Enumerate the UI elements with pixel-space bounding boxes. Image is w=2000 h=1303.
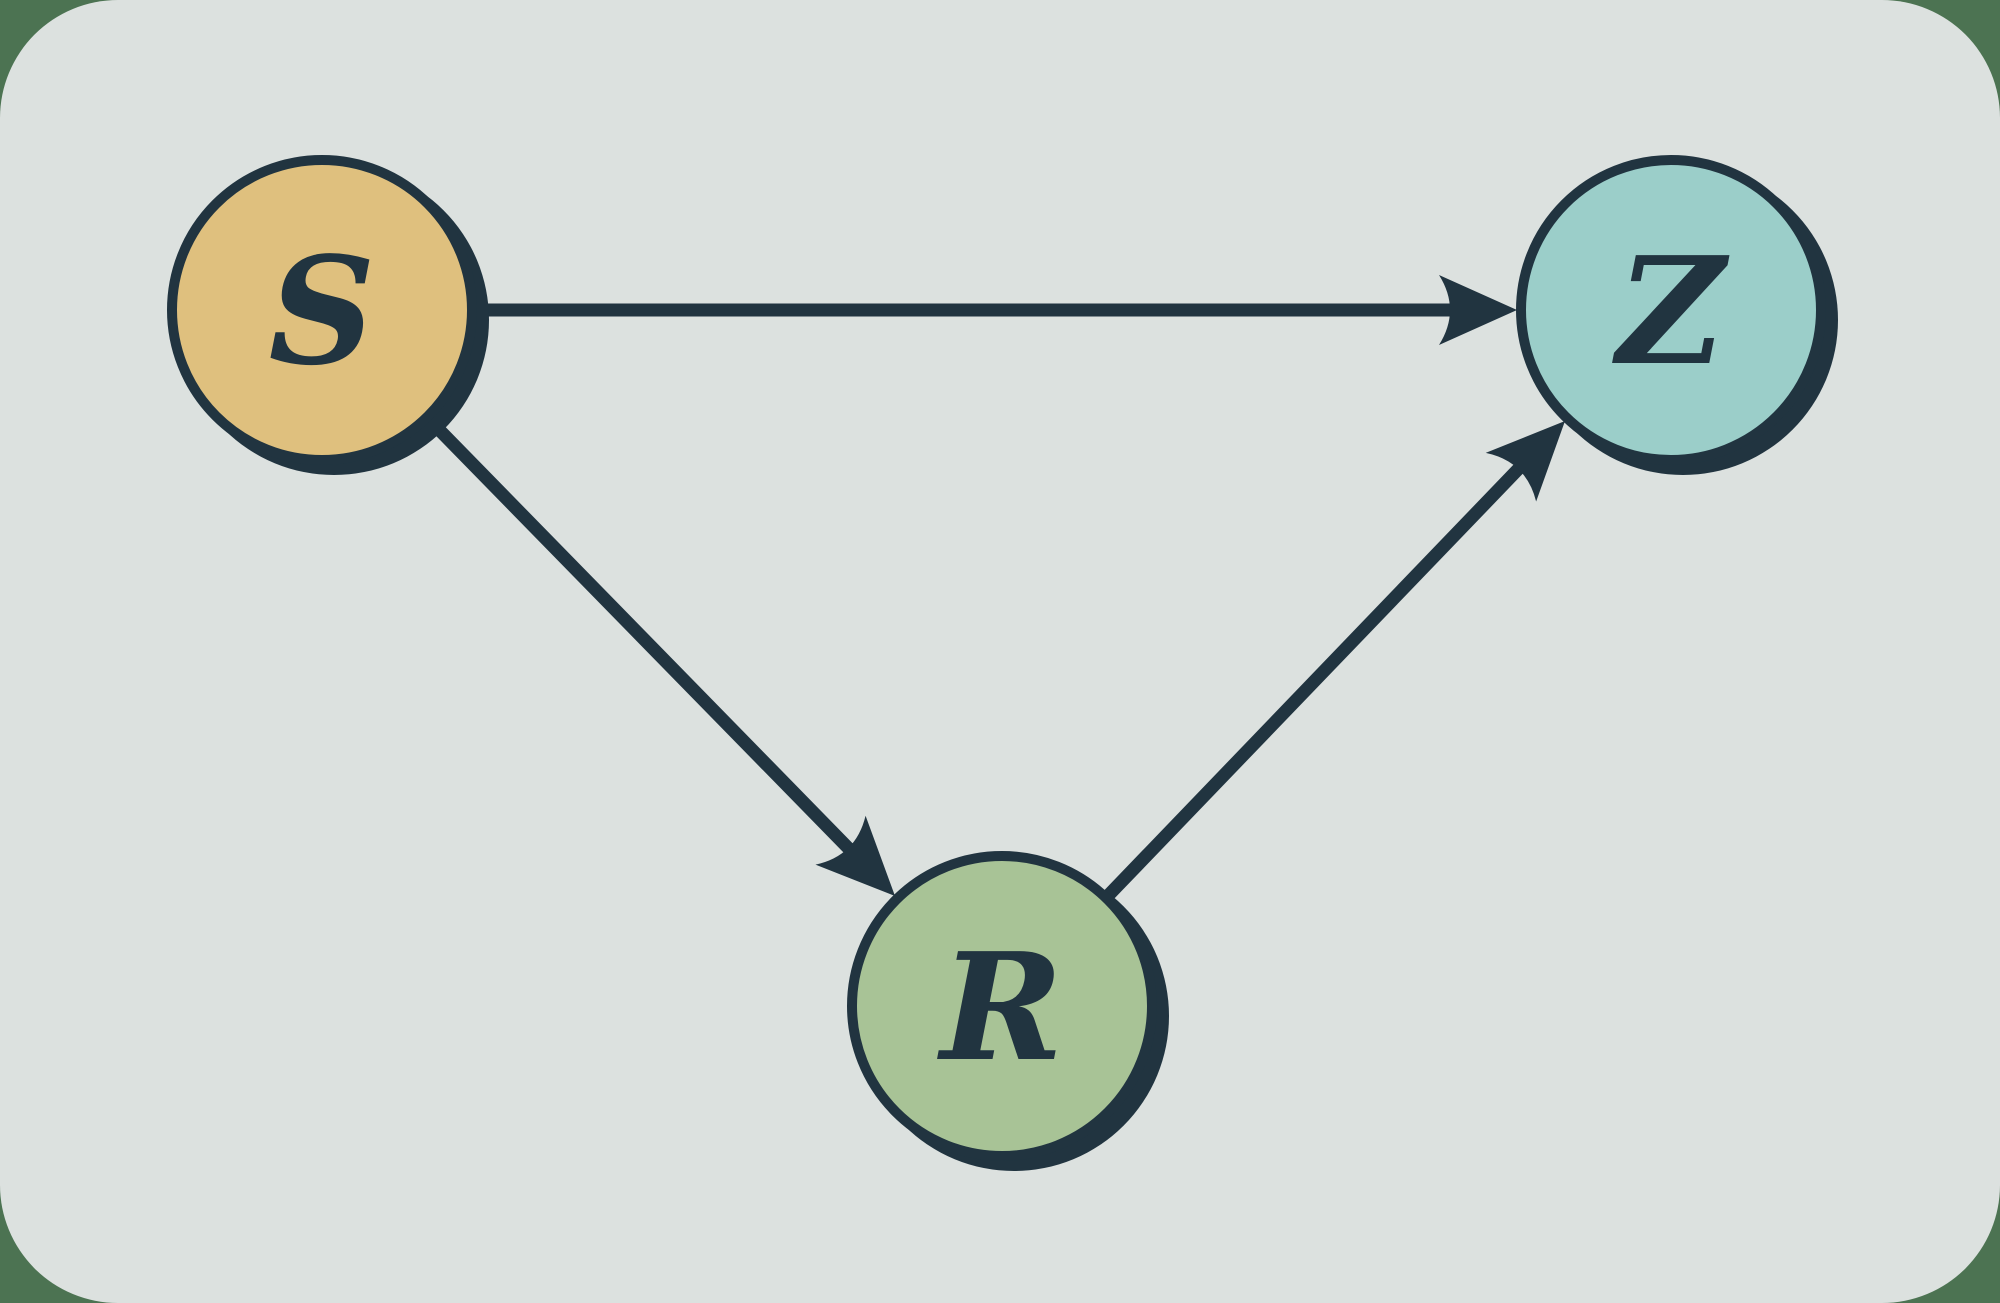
arrowhead-s-z bbox=[1439, 275, 1517, 345]
node-r-circle bbox=[847, 851, 1157, 1161]
node-r: R bbox=[847, 851, 1169, 1171]
edge-s-z bbox=[322, 275, 1517, 345]
node-z: Z bbox=[1516, 155, 1838, 475]
node-z-label: Z bbox=[1612, 224, 1730, 398]
node-s-circle bbox=[167, 155, 477, 465]
arrowhead-s-r bbox=[815, 815, 895, 896]
node-s: S bbox=[167, 155, 489, 475]
node-z-circle bbox=[1516, 155, 1826, 465]
node-r-label: R bbox=[937, 920, 1064, 1094]
arrowhead-r-z bbox=[1485, 421, 1565, 502]
node-s-label: S bbox=[269, 224, 376, 398]
